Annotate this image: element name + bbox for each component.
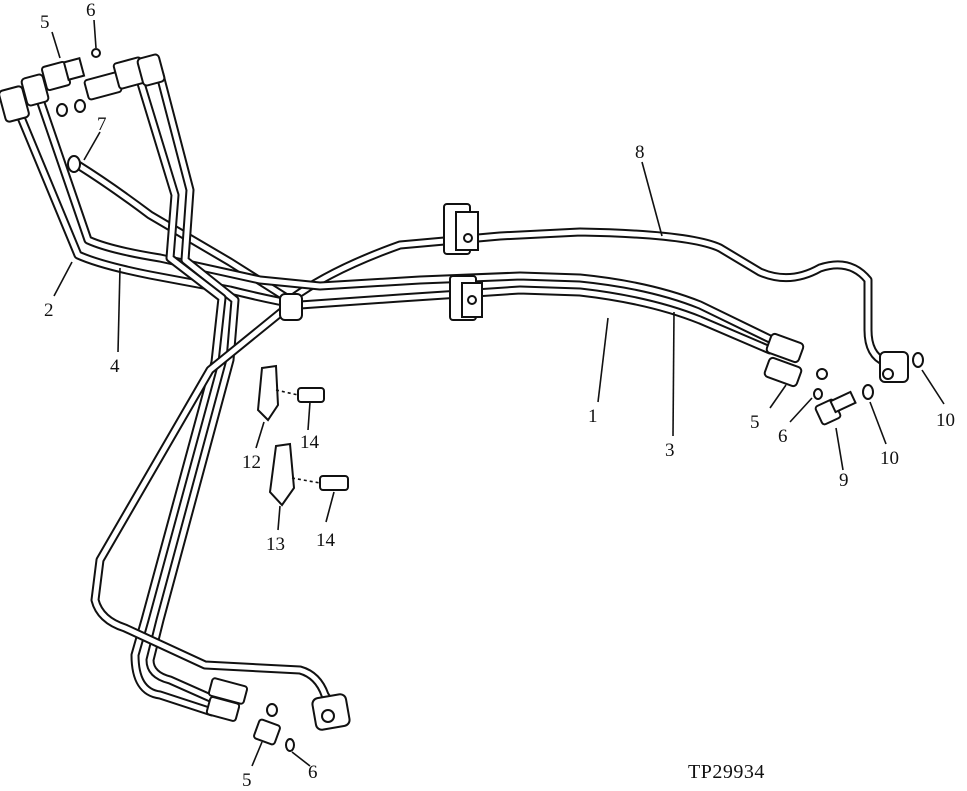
callout-5-top: 5: [40, 12, 50, 33]
clip-13-group: [268, 442, 349, 507]
leader-lines: [51, 19, 945, 767]
callout-4: 4: [110, 356, 120, 377]
callout-6-top: 6: [86, 0, 96, 21]
callout-1: 1: [588, 406, 598, 427]
right-fittings: [763, 332, 924, 426]
upper-left-fittings: [0, 48, 166, 173]
callout-3: 3: [665, 440, 675, 461]
callout-13: 13: [266, 534, 285, 555]
clip-12-group: [256, 364, 325, 422]
figure-reference-id: TP29934: [688, 761, 765, 783]
callout-10-right: 10: [936, 410, 955, 431]
callout-12: 12: [242, 452, 261, 473]
callout-2: 2: [44, 300, 54, 321]
bottom-fittings: [205, 677, 351, 752]
callout-5-right: 5: [750, 412, 760, 433]
callout-9: 9: [839, 470, 849, 491]
callout-labels: 5 6 7 2 4 8 1 3 5 6 9 10 10 12 14 13 14 …: [40, 0, 955, 791]
callout-5-bottom: 5: [242, 770, 252, 791]
tee-fitting: [279, 293, 303, 321]
clamp-upper: [443, 203, 479, 255]
callout-14-lower: 14: [316, 530, 336, 551]
pipe-group: [15, 70, 890, 717]
callout-8: 8: [635, 142, 645, 163]
callout-6-bottom: 6: [308, 762, 318, 783]
callout-14-upper: 14: [300, 432, 320, 453]
callout-6-right: 6: [778, 426, 788, 447]
callout-10-mid: 10: [880, 448, 899, 469]
clamp-lower: [449, 275, 483, 321]
callout-7: 7: [97, 114, 107, 135]
